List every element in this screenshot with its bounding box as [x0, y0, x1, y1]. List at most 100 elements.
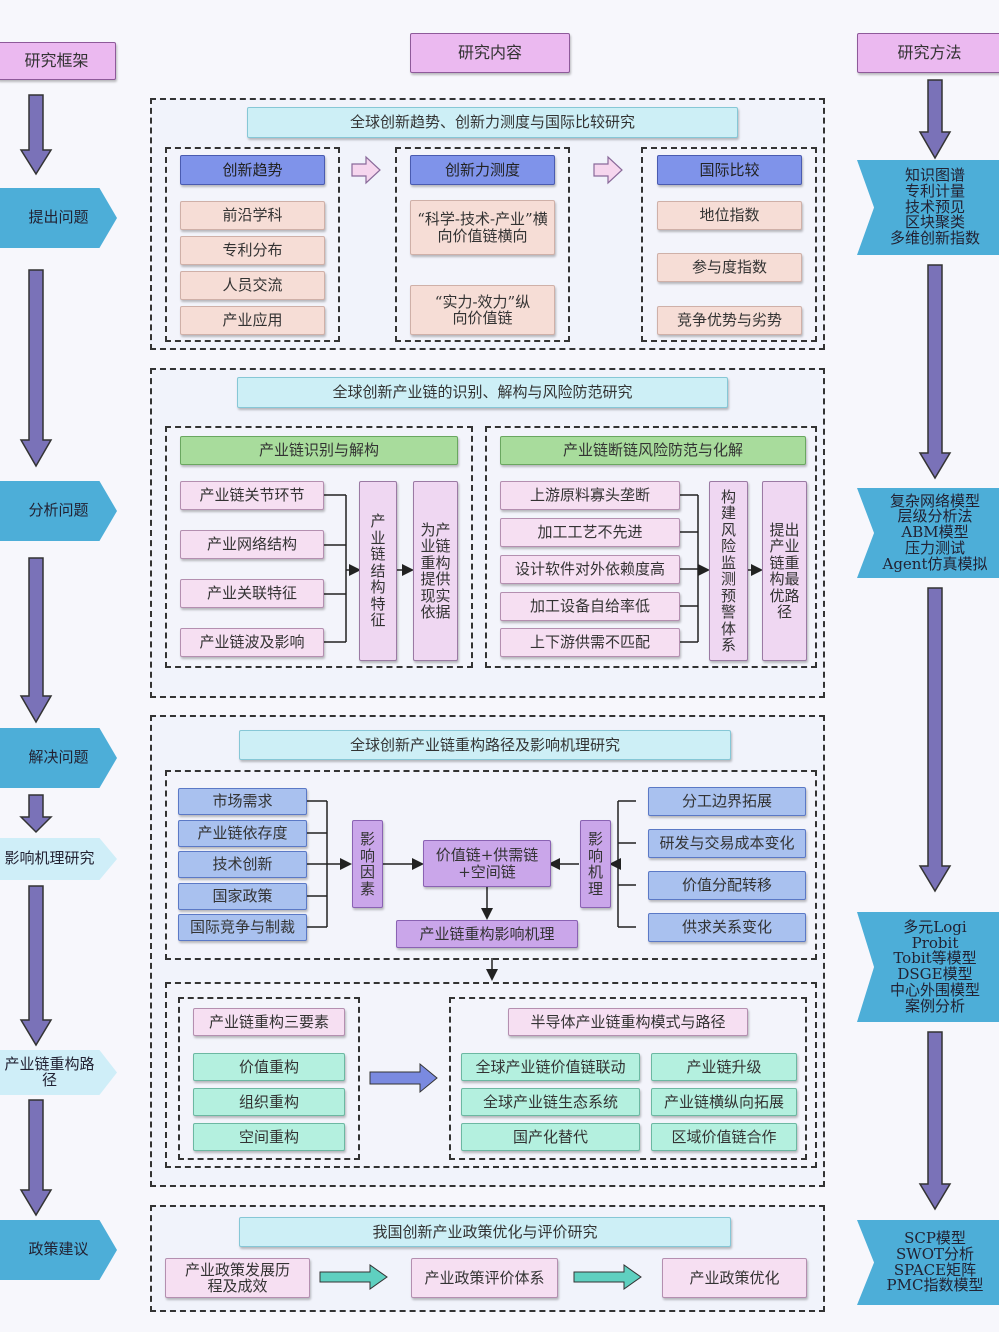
item: 全球产业链价值链联动: [461, 1053, 640, 1081]
factor: 国家政策: [178, 883, 307, 910]
step-raise-problem: 提出问题: [0, 188, 117, 248]
item: 产业政策发展历程及成效: [165, 1258, 310, 1298]
down-arrow: [918, 79, 952, 160]
item: 专利分布: [180, 236, 325, 265]
method: ABM模型: [901, 523, 969, 542]
down-arrow: [19, 1099, 53, 1217]
item: 产业网络结构: [180, 530, 324, 559]
subheader: 国际比较: [657, 155, 802, 185]
item: 加工工艺不先进: [500, 518, 680, 547]
item: 组织重构: [193, 1088, 345, 1116]
item: 产业应用: [180, 306, 325, 335]
method: 压力测试: [904, 538, 965, 557]
method: PMC指数模型: [886, 1276, 984, 1295]
method: Agent仿真模拟: [882, 554, 988, 573]
step-restructure-path: 产业链重构路径: [0, 1050, 117, 1095]
item: 竞争优势与劣势: [657, 306, 802, 335]
effect: 分工边界拓展: [648, 787, 806, 816]
subheader: 半导体产业链重构模式与路径: [508, 1008, 748, 1036]
down-arrow: [918, 264, 952, 480]
framework-header: 研究框架: [0, 42, 116, 80]
factor: 市场需求: [178, 788, 307, 815]
down-arrow: [19, 269, 53, 468]
down-arrow: [19, 885, 53, 1047]
label: 产业链结构特征: [370, 512, 386, 630]
item: “科学-技术-产业”横向价值链横向: [410, 200, 555, 255]
subheader: 产业链识别与解构: [180, 436, 458, 465]
methods-header: 研究方法: [857, 33, 999, 73]
subheader: 创新趋势: [180, 155, 325, 185]
effect: 价值分配转移: [648, 871, 806, 900]
label: 构建风险监测预警体系: [720, 487, 736, 654]
label: 为产业链重构提供现实依据: [420, 520, 451, 621]
section-title: 全球创新产业链重构路径及影响机理研究: [239, 730, 731, 760]
tree-lines: [307, 494, 763, 981]
restructure-basis-box: 为产业链重构提供现实依据: [413, 481, 458, 661]
label: 影响因素: [359, 830, 375, 898]
method: 区块聚类: [904, 213, 965, 232]
factor: 产业链依存度: [178, 820, 307, 847]
factor: 国际竞争与制裁: [178, 914, 307, 941]
method: 专利计量: [904, 181, 965, 200]
label: 提出产业链重构最优路径: [769, 520, 800, 621]
method: 多元Logi: [903, 917, 967, 936]
method: SCP模型: [904, 1229, 966, 1247]
right-arrow: [573, 1264, 642, 1290]
down-arrow: [19, 557, 53, 724]
step-solve-problem: 解决问题: [0, 728, 117, 788]
right-arrow: [369, 1062, 438, 1094]
section-title: 全球创新产业链的识别、解构与风险防范研究: [237, 377, 728, 408]
item: 加工设备自给率低: [500, 592, 680, 621]
item: “实力-效力”纵向价值链: [410, 285, 555, 335]
method: SWOT分析: [896, 1244, 974, 1263]
down-arrow: [918, 1031, 952, 1211]
flow-arrows: [19, 79, 952, 1217]
method: 多维创新指数: [889, 229, 980, 248]
item: 设计软件对外依赖度高: [500, 555, 680, 584]
item: 产业链波及影响: [180, 628, 324, 657]
content-header: 研究内容: [410, 33, 570, 73]
item: 前沿学科: [180, 201, 325, 230]
item: 国产化替代: [461, 1123, 640, 1151]
section-title: 全球创新趋势、创新力测度与国际比较研究: [247, 107, 738, 138]
method: 复杂网络模型: [889, 491, 980, 510]
method: 案例分析: [904, 996, 965, 1015]
item: 产业链关节环节: [180, 481, 324, 510]
subheader: 创新力测度: [410, 155, 555, 185]
risk-monitor-box: 构建风险监测预警体系: [709, 481, 748, 661]
step-policy: 政策建议: [0, 1220, 117, 1280]
mechanism-label: 影响机理: [580, 820, 611, 908]
method: 层级分析法: [897, 507, 973, 526]
optimal-path-box: 提出产业链重构最优路径: [762, 481, 807, 661]
step-mechanism: 影响机理研究: [0, 838, 117, 880]
item: 产业政策评价体系: [411, 1258, 558, 1298]
item: 产业链升级: [651, 1053, 797, 1081]
value-chain-box: 价值链+供需链+空间链: [423, 840, 551, 887]
item: 空间重构: [193, 1123, 345, 1151]
item: 全球产业链生态系统: [461, 1088, 640, 1116]
method: 知识图谱: [904, 166, 965, 185]
down-arrow: [19, 94, 53, 176]
right-arrow: [319, 1264, 388, 1290]
item: 价值重构: [193, 1053, 345, 1081]
method: Tobit等模型: [893, 949, 977, 968]
item: 人员交流: [180, 271, 325, 300]
method: Probit: [911, 933, 959, 952]
subheader: 产业链重构三要素: [193, 1008, 345, 1036]
method: 中心外围模型: [889, 980, 980, 999]
item: 产业关联特征: [180, 579, 324, 608]
factors-label: 影响因素: [352, 820, 383, 908]
right-arrow: [351, 155, 381, 185]
item: 参与度指数: [657, 253, 802, 282]
item: 产业政策优化: [662, 1258, 807, 1298]
step-analyze-problem: 分析问题: [0, 481, 117, 541]
method: 技术预见: [904, 197, 965, 216]
factor: 技术创新: [178, 851, 307, 878]
right-arrow: [593, 155, 623, 185]
item: 产业链横纵向拓展: [651, 1088, 797, 1116]
method: SPACE矩阵: [893, 1260, 977, 1279]
mechanism-result-box: 产业链重构影响机理: [396, 920, 578, 948]
